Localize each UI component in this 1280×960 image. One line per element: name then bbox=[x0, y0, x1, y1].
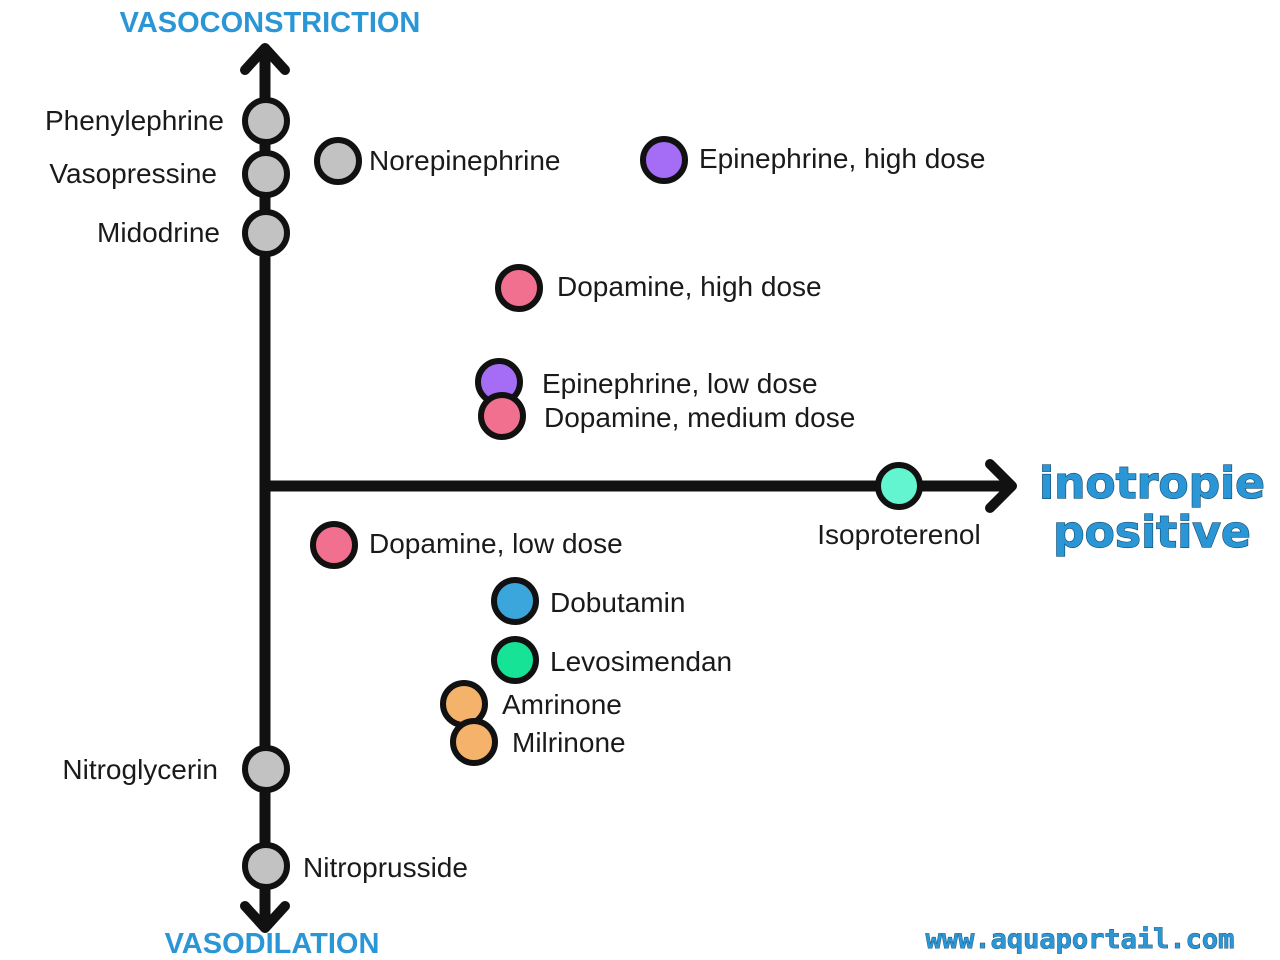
vasodilation-label: VASODILATION bbox=[165, 928, 380, 960]
label-nitroglycerin: Nitroglycerin bbox=[62, 754, 218, 785]
marker-levosimendan bbox=[491, 636, 539, 684]
marker-dopamine-medium-dose bbox=[478, 392, 526, 440]
label-nitroprusside: Nitroprusside bbox=[303, 852, 468, 883]
label-milrinone: Milrinone bbox=[512, 727, 626, 758]
marker-isoproterenol bbox=[875, 462, 923, 510]
up-arrow-head bbox=[240, 43, 290, 75]
label-phenylephrine: Phenylephrine bbox=[45, 105, 224, 136]
positive-inotropy-label-line2: positive bbox=[1053, 507, 1251, 558]
marker-nitroglycerin bbox=[242, 745, 290, 793]
marker-vasopressine bbox=[242, 150, 290, 198]
marker-epinephrine-high-dose bbox=[640, 136, 688, 184]
marker-dopamine-low-dose bbox=[310, 521, 358, 569]
label-norepinephrine: Norepinephrine bbox=[369, 145, 560, 176]
marker-nitroprusside bbox=[242, 842, 290, 890]
label-dopamine-low-dose: Dopamine, low dose bbox=[369, 528, 623, 559]
label-dobutamin: Dobutamin bbox=[550, 587, 685, 618]
label-dopamine-high-dose: Dopamine, high dose bbox=[557, 271, 822, 302]
marker-dobutamin bbox=[491, 577, 539, 625]
positive-inotropy-label-line1: inotropie bbox=[1039, 458, 1265, 509]
label-dopamine-medium-dose: Dopamine, medium dose bbox=[544, 402, 855, 433]
label-midodrine: Midodrine bbox=[97, 217, 220, 248]
watermark-text: www.aquaportail.com bbox=[926, 924, 1235, 955]
label-isoproterenol: Isoproterenol bbox=[817, 519, 980, 550]
vasoconstriction-label: VASOCONSTRICTION bbox=[120, 7, 421, 39]
label-epinephrine-low-dose: Epinephrine, low dose bbox=[542, 368, 818, 399]
marker-dopamine-high-dose bbox=[495, 264, 543, 312]
label-amrinone: Amrinone bbox=[502, 689, 622, 720]
drug-markers bbox=[242, 97, 923, 890]
label-vasopressine: Vasopressine bbox=[49, 158, 217, 189]
marker-norepinephrine bbox=[314, 137, 362, 185]
label-levosimendan: Levosimendan bbox=[550, 646, 732, 677]
label-epinephrine-high-dose: Epinephrine, high dose bbox=[699, 143, 985, 174]
marker-phenylephrine bbox=[242, 97, 290, 145]
down-arrow-head bbox=[240, 901, 290, 933]
marker-milrinone bbox=[450, 718, 498, 766]
marker-midodrine bbox=[242, 209, 290, 257]
right-arrow-head bbox=[985, 459, 1017, 513]
